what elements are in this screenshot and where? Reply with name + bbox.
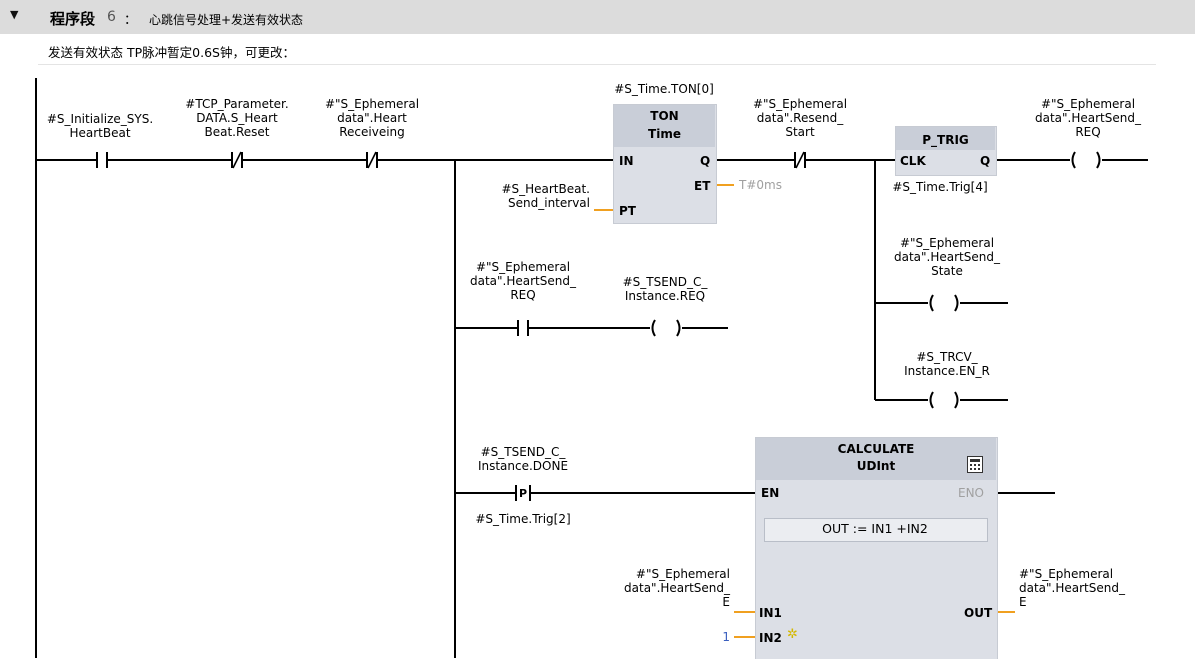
calculate-pin-in1: IN1 [759,606,782,620]
contact-trig-instance[interactable]: #S_Time.Trig[2] [475,512,571,526]
svg-text:P: P [519,487,527,500]
calculate-type: CALCULATE [837,442,915,456]
calculate-pin-out: OUT [964,606,993,620]
calculate-in2-value[interactable]: 1 [722,630,730,644]
calculate-formula-field[interactable] [764,518,988,542]
calculate-formula: OUT := IN1 +IN2 [822,521,928,536]
ton-instance[interactable]: #S_Time.TON[0] [614,82,714,96]
calculate-header [756,438,996,480]
network-number: 6 [107,9,116,25]
ton-pin-q: Q [700,154,711,168]
ton-pin-pt: PT [619,204,636,218]
calculate-subtype[interactable]: UDInt [856,459,896,473]
ptrig-type: P_TRIG [922,133,969,147]
network-colon: ： [124,13,138,28]
network-header[interactable] [0,0,1195,34]
contact-initialize-heartbeat[interactable]: #S_Initialize_SYS.HeartBeat [46,112,154,140]
network-comment-field[interactable] [38,36,1156,65]
calculator-icon[interactable] [967,456,983,473]
ton-pt-param[interactable]: #S_HeartBeat.Send_interval [501,182,590,210]
add-input-icon[interactable]: ✲ [787,627,798,642]
ptrig-header [896,127,995,150]
collapse-arrow-icon[interactable]: ▼ [10,8,19,21]
network-comment: 发送有效状态 TP脉冲暂定0.6S钟，可更改： [48,45,295,60]
contact-tsend-done[interactable]: #S_TSEND_C_Instance.DONE [477,445,569,473]
coil-tsend-req[interactable]: #S_TSEND_C_Instance.REQ [622,275,708,303]
ton-subtype[interactable]: Time [648,127,681,141]
ton-et-value: T#0ms [739,178,782,192]
network-title: 程序段 [50,10,96,28]
coil-trcv-en-r[interactable]: #S_TRCV_Instance.EN_R [904,350,990,378]
ptrig-instance[interactable]: #S_Time.Trig[4] [892,180,988,194]
network-description[interactable]: 心跳信号处理+发送有效状态 [149,13,304,27]
calculate-pin-in2: IN2 [759,631,782,645]
calculate-pin-en: EN [761,486,780,500]
ton-pin-in: IN [619,154,634,168]
ton-header [614,105,715,147]
ton-type: TON [650,109,679,123]
ptrig-pin-clk: CLK [900,154,926,168]
ton-pin-et: ET [694,179,711,193]
calculate-pin-eno: ENO [958,486,985,500]
ptrig-pin-q: Q [980,154,991,168]
